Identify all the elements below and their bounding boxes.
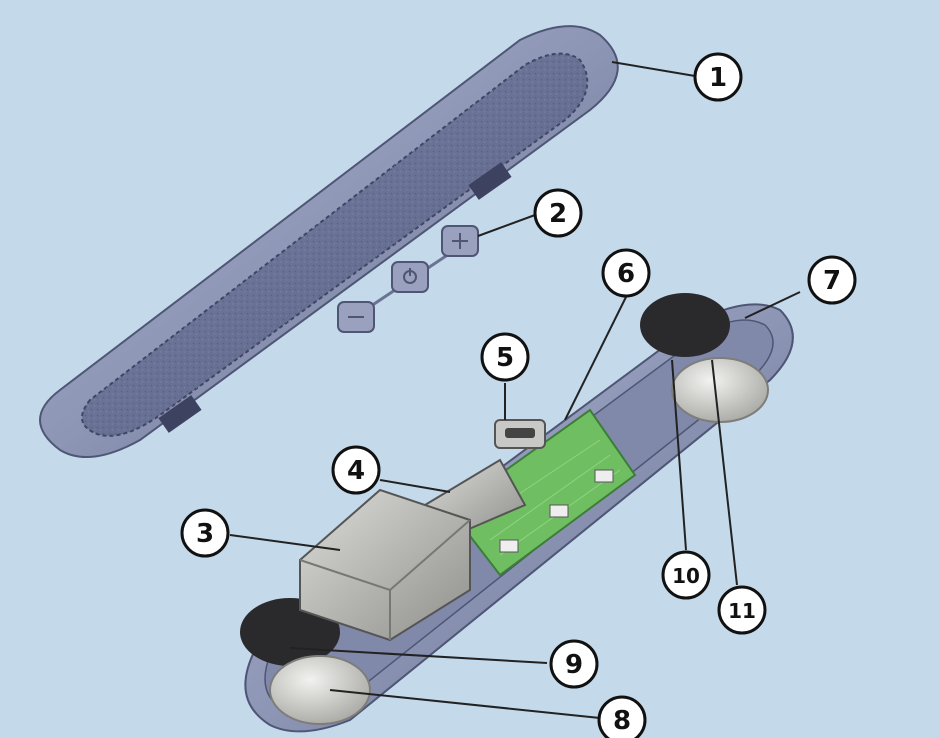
plus-icon (441, 225, 479, 257)
callout-6: 6 (601, 248, 651, 298)
pcb-board (448, 408, 637, 577)
callout-10-label: 10 (672, 564, 700, 588)
callout-11: 11 (717, 585, 767, 635)
callout-3: 3 (180, 508, 230, 558)
battery-block (299, 488, 471, 642)
power-icon (391, 261, 429, 293)
callout-3-label: 3 (196, 519, 214, 549)
callout-9-label: 9 (565, 650, 583, 680)
usb-c-port (494, 419, 546, 449)
callout-4-label: 4 (347, 456, 365, 486)
leader-lines (229, 61, 801, 719)
callout-8: 8 (597, 695, 647, 738)
callout-1: 1 (693, 52, 743, 102)
coin-cell-right (671, 357, 769, 423)
callout-5-label: 5 (496, 343, 514, 373)
callout-1-label: 1 (709, 63, 727, 93)
callout-8-label: 8 (613, 706, 631, 736)
callout-9: 9 (549, 639, 599, 689)
callout-2-label: 2 (549, 199, 567, 229)
callout-4: 4 (331, 445, 381, 495)
speaker-foam-right (640, 293, 730, 357)
callout-6-label: 6 (617, 259, 635, 289)
top-cover (39, 25, 619, 459)
callout-2: 2 (533, 188, 583, 238)
callout-7: 7 (807, 255, 857, 305)
buttons (337, 225, 479, 333)
minus-icon (337, 301, 375, 333)
callout-11-label: 11 (728, 599, 756, 623)
callout-7-label: 7 (823, 266, 841, 296)
callout-5: 5 (480, 332, 530, 382)
callout-10: 10 (661, 550, 711, 600)
coin-cell-left (269, 655, 371, 725)
